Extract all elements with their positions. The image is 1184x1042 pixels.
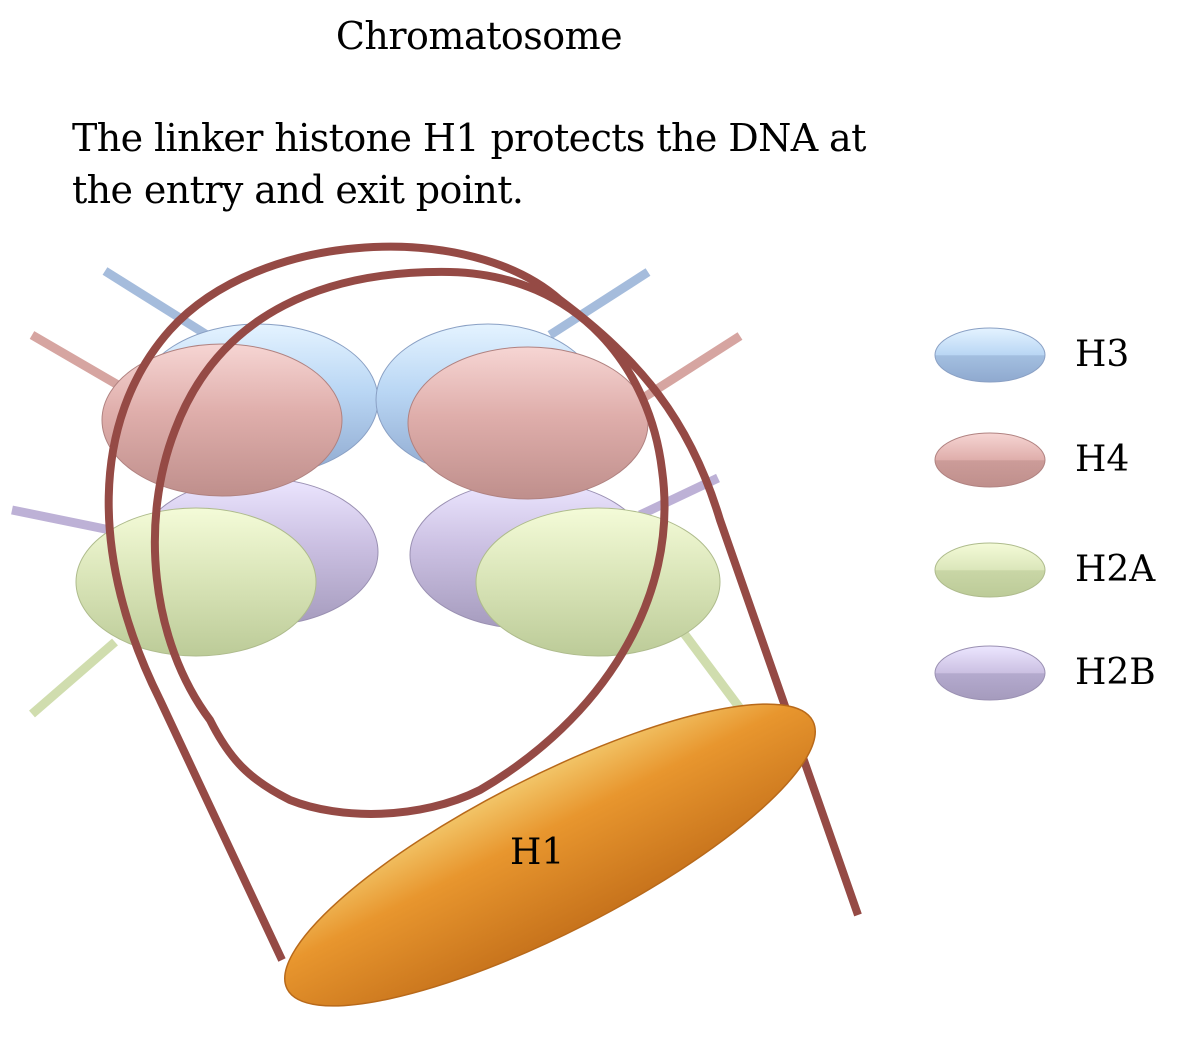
diagram-title: Chromatosome — [335, 14, 623, 58]
h2a-tail — [29, 638, 118, 718]
h3-tail — [547, 268, 651, 339]
legend-item-h2a: H2A — [930, 533, 1184, 613]
legend-item-h3: H3 — [930, 318, 1184, 398]
h3-tail — [102, 267, 218, 344]
h4-tail — [29, 331, 133, 396]
h1-label: H1 — [510, 832, 565, 873]
legend-item-h4: H4 — [930, 423, 1184, 503]
dna-inner-loop — [150, 267, 669, 818]
dna-strand — [104, 242, 862, 962]
h2a-tail — [676, 625, 749, 718]
legend-label: H3 — [1075, 334, 1130, 375]
h2a-swatch-icon — [934, 542, 1046, 598]
legend-label: H2A — [1075, 549, 1156, 590]
h3-swatch-icon — [934, 327, 1046, 383]
legend-label: H2B — [1075, 652, 1156, 693]
diagram-caption: The linker histone H1 protects the DNA a… — [72, 116, 866, 212]
histone-octamer — [75, 323, 721, 657]
h1-linker-histone — [284, 703, 816, 1007]
h2a-histone — [475, 507, 721, 657]
dna-outer-loop — [104, 242, 862, 962]
h4-histone — [407, 346, 649, 500]
h2a-histone — [75, 507, 317, 657]
h2b-tail — [11, 505, 111, 535]
legend-item-h2b: H2B — [930, 636, 1184, 716]
h4-histone — [101, 343, 343, 497]
h2b-swatch-icon — [934, 645, 1046, 701]
h4-swatch-icon — [934, 432, 1046, 488]
legend-label: H4 — [1075, 439, 1130, 480]
